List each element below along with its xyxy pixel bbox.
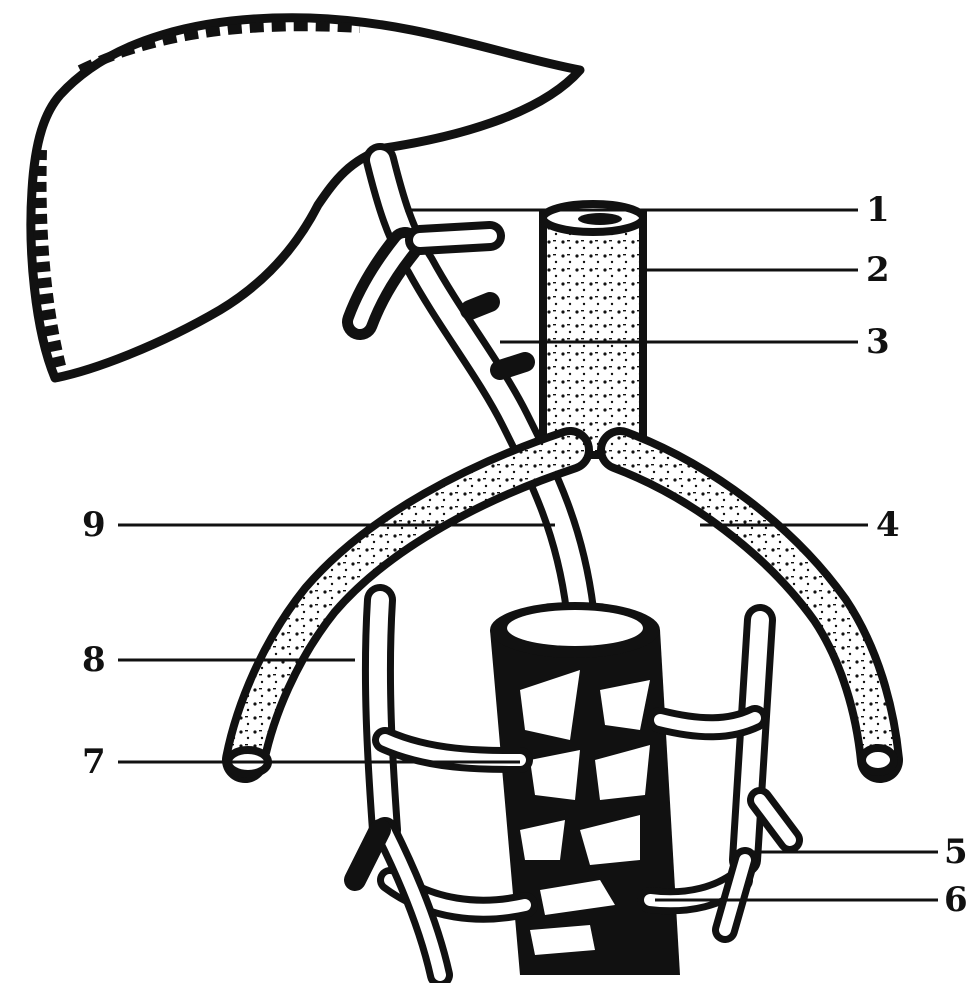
label-6: 6 <box>944 883 968 917</box>
label-1: 1 <box>866 193 890 227</box>
right-iliac-end <box>862 748 894 772</box>
liver-shape <box>31 18 580 378</box>
label-4: 4 <box>876 508 900 542</box>
label-2: 2 <box>866 253 890 287</box>
label-7: 7 <box>82 745 106 779</box>
label-8: 8 <box>82 643 106 677</box>
label-3: 3 <box>866 325 890 359</box>
label-9: 9 <box>82 508 106 542</box>
vena-cava <box>543 204 643 455</box>
label-5: 5 <box>944 835 968 869</box>
